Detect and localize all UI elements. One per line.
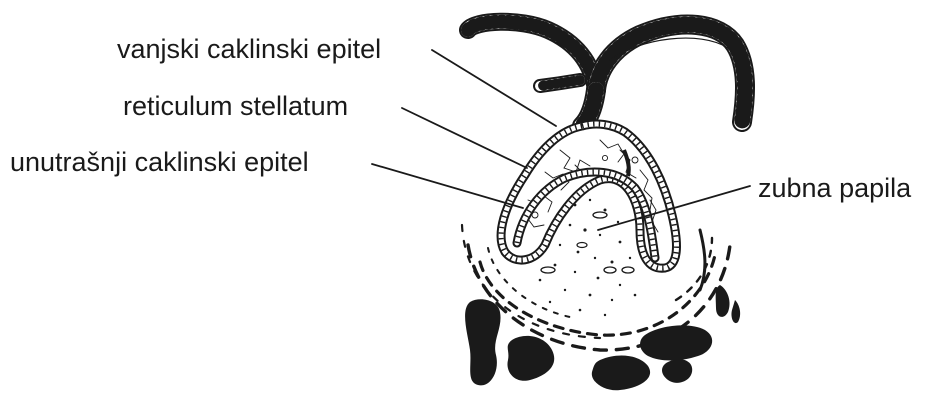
leader-inner-enamel-epithelium [372,164,523,208]
enamel-organ [501,124,676,268]
label-outer-enamel-epithelium: vanjski caklinski epitel [117,36,381,63]
developing-bone [465,285,740,390]
label-stellate-reticulum: reticulum stellatum [123,93,348,120]
label-inner-enamel-epithelium: unutrašnji caklinski epitel [10,149,309,176]
label-dental-papilla: zubna papila [758,175,911,202]
dental-lamina [468,22,745,126]
leader-stellate-reticulum [402,108,527,168]
